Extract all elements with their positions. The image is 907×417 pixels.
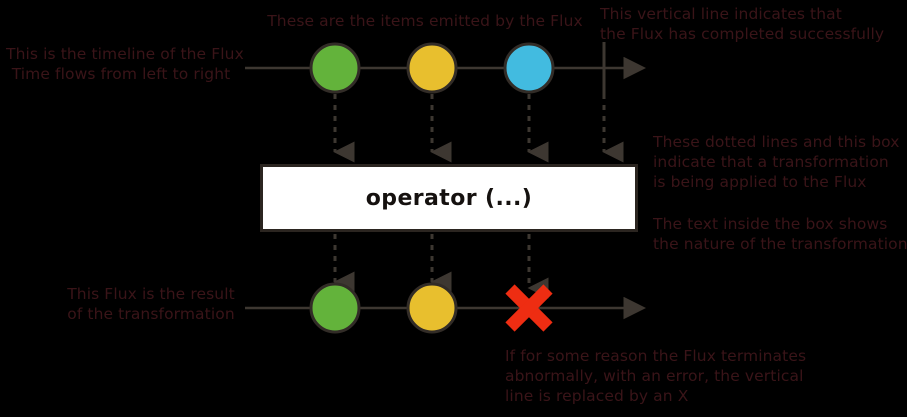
annotation-error-caption: If for some reason the Flux terminates a… [505, 347, 807, 405]
result-timeline [245, 282, 646, 334]
source-marble-blue[interactable] [503, 42, 555, 94]
source-marble-yellow[interactable] [406, 42, 458, 94]
result-marble-green[interactable] [309, 282, 361, 334]
annotation-result-caption: This Flux is the result of the transform… [67, 285, 235, 323]
annotation-transformation-caption: These dotted lines and this box indicate… [653, 133, 900, 191]
error-x-icon [505, 284, 553, 332]
operator-box[interactable]: operator (...) [260, 164, 638, 232]
connectors-out-of-operator [333, 234, 549, 299]
operator-box-label: operator (...) [365, 185, 533, 211]
connectors-into-operator [333, 94, 624, 163]
annotation-completion-caption: This vertical line indicates that the Fl… [600, 5, 885, 43]
source-marble-green[interactable] [309, 42, 361, 94]
annotation-timeline-caption: This is the timeline of the Flux Time fl… [6, 45, 244, 83]
annotation-box-text-caption: The text inside the box shows the nature… [653, 215, 907, 253]
annotation-items-caption: These are the items emitted by the Flux [267, 12, 583, 30]
source-timeline [245, 42, 646, 94]
result-marble-yellow[interactable] [406, 282, 458, 334]
